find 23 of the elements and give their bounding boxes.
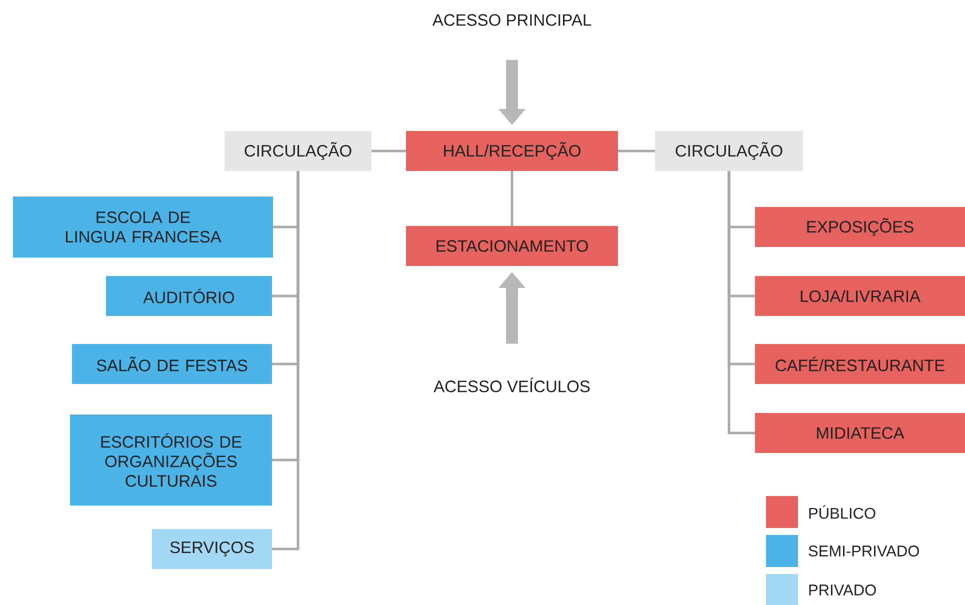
room-box: HALL/RECEPÇÃO	[406, 131, 618, 171]
circulation-box: CIRCULAÇÃO	[224, 131, 372, 171]
legend-label: PÚBLICO	[809, 505, 876, 519]
room-box: AUDITÓRIO	[106, 276, 272, 316]
room-box: ESCOLA DE LINGUA FRANCESA	[13, 196, 273, 258]
access-label: ACESSO VEÍCULOS	[434, 378, 590, 392]
room-box: EXPOSIÇÕES	[755, 207, 965, 247]
circulation-box: CIRCULAÇÃO	[655, 131, 804, 171]
room-box: CAFÉ/RESTAURANTE	[755, 344, 965, 384]
connector-line	[272, 171, 300, 550]
connector-line	[728, 171, 755, 434]
room-box: ESTACIONAMENTO	[406, 226, 618, 266]
connector-line	[372, 150, 406, 152]
room-box: LOJA/LIVRARIA	[755, 276, 965, 316]
legend-label: SEMI-PRIVADO	[808, 546, 919, 556]
legend-label: PRIVADO	[809, 584, 876, 596]
connector-line	[618, 150, 655, 152]
room-box: SALÃO DE FESTAS	[72, 344, 272, 384]
room-box: MIDIATECA	[755, 413, 965, 453]
access-label: ACESSO PRINCIPAL	[432, 14, 592, 26]
room-box: ESCRITÓRIOS DE ORGANIZAÇÕES CULTURAIS	[70, 414, 272, 506]
connector-line	[510, 171, 514, 226]
room-box: SERVIÇOS	[152, 529, 272, 569]
